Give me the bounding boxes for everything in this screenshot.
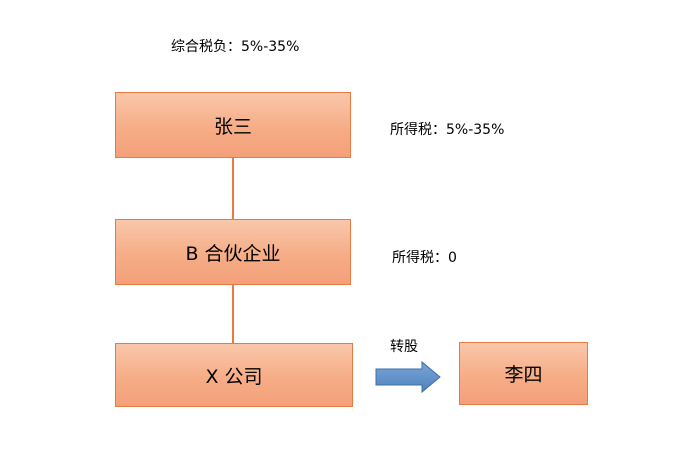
partnership-tax-label: 所得税：0 bbox=[392, 250, 457, 266]
node-partnership: B 合伙企业 bbox=[115, 219, 351, 285]
node-company: X 公司 bbox=[115, 343, 353, 407]
transfer-label: 转股 bbox=[390, 339, 418, 355]
node-partnership-label: B 合伙企业 bbox=[185, 242, 281, 265]
overall-tax-label: 综合税负：5%-35% bbox=[171, 39, 300, 55]
connector-partnership-company bbox=[232, 285, 234, 343]
node-company-label: X 公司 bbox=[205, 365, 263, 388]
zhangsan-tax-label: 所得税：5%-35% bbox=[390, 122, 505, 138]
node-zhangsan-label: 张三 bbox=[213, 115, 252, 138]
node-lisi: 李四 bbox=[459, 342, 588, 405]
node-zhangsan: 张三 bbox=[115, 92, 351, 158]
transfer-arrow-icon bbox=[375, 360, 441, 394]
node-lisi-label: 李四 bbox=[504, 364, 543, 386]
connector-zhangsan-partnership bbox=[232, 158, 234, 219]
